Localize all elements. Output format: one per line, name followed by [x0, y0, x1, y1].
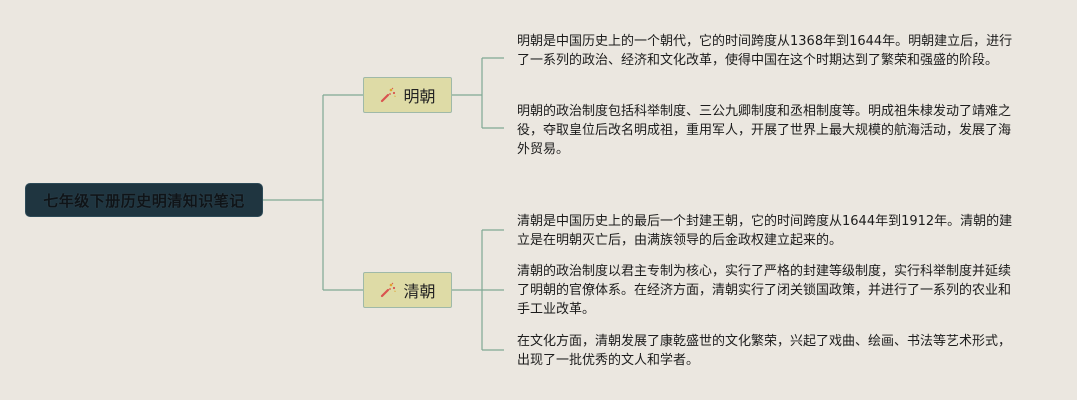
- branch-qing-label: 清朝: [403, 282, 436, 301]
- branch-ming[interactable]: 明朝: [363, 77, 452, 113]
- note-qing-3[interactable]: 在文化方面，清朝发展了康乾盛世的文化繁荣，兴起了戏曲、绘画、书法等艺术形式，出现…: [517, 334, 1012, 368]
- root-topic[interactable]: 七年级下册历史明清知识笔记: [25, 183, 263, 217]
- branch-ming-label: 明朝: [403, 87, 436, 106]
- note-ming-2[interactable]: 明朝的政治制度包括科举制度、三公九卿制度和丞相制度等。明成祖朱棣发动了靖难之役，…: [517, 104, 1012, 157]
- branch-qing[interactable]: 清朝: [363, 272, 452, 308]
- note-ming-1[interactable]: 明朝是中国历史上的一个朝代，它的时间跨度从1368年到1644年。明朝建立后，进…: [517, 34, 1013, 68]
- note-qing-2[interactable]: 清朝的政治制度以君主专制为核心，实行了严格的封建等级制度，实行科举制度并延续了明…: [517, 264, 1012, 317]
- note-qing-1[interactable]: 清朝是中国历史上的最后一个封建王朝，它的时间跨度从1644年到1912年。清朝的…: [517, 214, 1013, 248]
- party-popper-icon: [379, 86, 397, 104]
- root-topic-label: 七年级下册历史明清知识笔记: [43, 191, 245, 210]
- party-popper-icon: [379, 281, 397, 299]
